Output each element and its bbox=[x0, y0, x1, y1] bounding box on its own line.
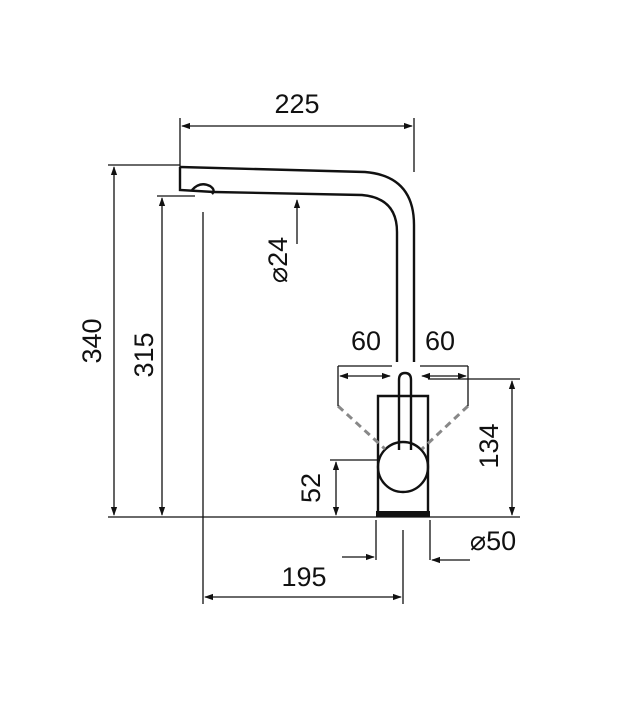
lever-rotated-right bbox=[420, 404, 470, 451]
faucet-outline bbox=[178, 165, 470, 517]
spout-tip bbox=[178, 167, 215, 194]
dimension-labels: 225 340 315 ⌀24 60 60 134 52 ⌀50 195 bbox=[77, 89, 516, 592]
dimension-lines bbox=[110, 122, 516, 601]
label-handle-axis-height: 52 bbox=[296, 473, 326, 503]
label-base-diameter: ⌀50 bbox=[470, 526, 516, 556]
spout-lower-edge bbox=[213, 190, 399, 362]
label-lever-angle-left: 60 bbox=[351, 326, 381, 356]
lever-stem bbox=[397, 396, 413, 450]
lever-upright bbox=[397, 371, 413, 396]
spout-upper-edge bbox=[179, 165, 416, 362]
label-spout-height: 315 bbox=[129, 332, 159, 377]
label-spout-offset: 195 bbox=[281, 562, 326, 592]
mixer-body bbox=[376, 394, 430, 515]
label-total-height: 340 bbox=[77, 318, 107, 363]
extension-lines bbox=[108, 118, 520, 604]
label-spout-diameter: ⌀24 bbox=[263, 237, 293, 283]
lever-rotated-left bbox=[336, 404, 387, 451]
handle-disc bbox=[376, 440, 430, 494]
label-lever-angle-right: 60 bbox=[425, 326, 455, 356]
aerator bbox=[191, 183, 215, 195]
base-plate bbox=[376, 511, 430, 517]
label-spout-reach: 225 bbox=[274, 89, 319, 119]
label-lever-height: 134 bbox=[474, 423, 504, 468]
